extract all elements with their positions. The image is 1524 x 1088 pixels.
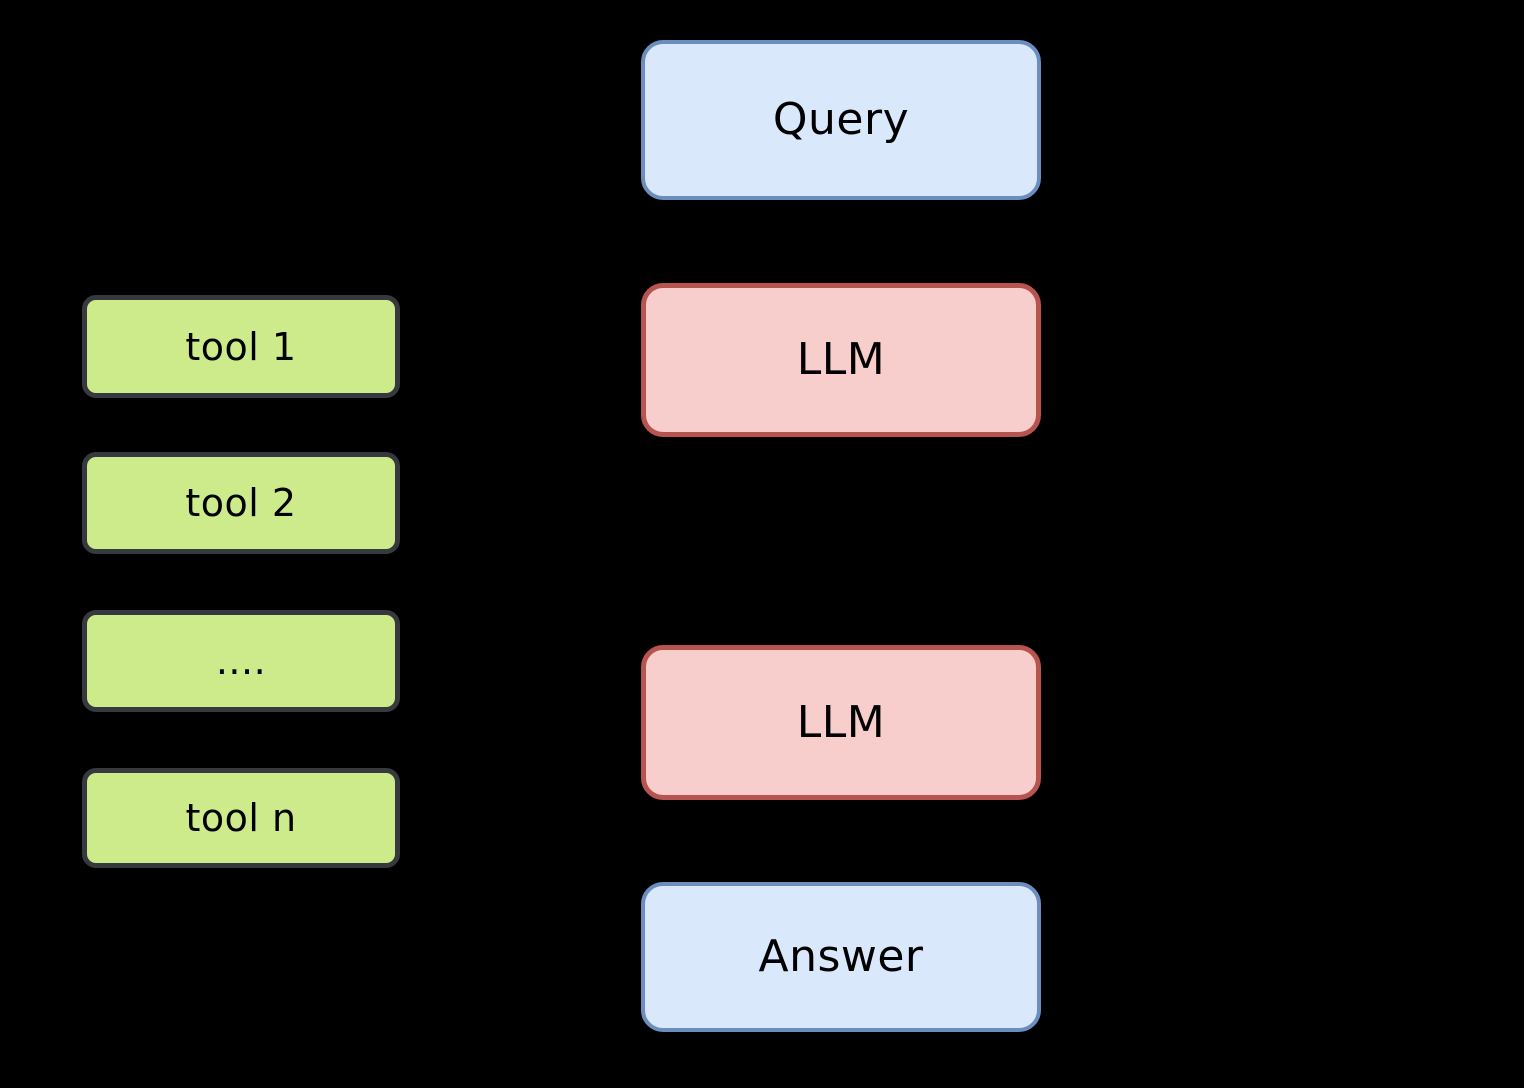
node-tool-2[interactable]: tool 2 <box>82 452 400 554</box>
edge-tools-to-llm2 <box>400 720 641 723</box>
node-query[interactable]: Query <box>641 40 1041 200</box>
edge-query-to-llm1 <box>839 200 842 283</box>
node-answer[interactable]: Answer <box>641 882 1041 1032</box>
node-query-label: Query <box>772 94 910 145</box>
node-tool-1-label: tool 1 <box>185 324 297 369</box>
node-tool-n-label: tool n <box>185 796 297 840</box>
edge-llm1-to-llm2 <box>839 437 842 645</box>
node-tool-ellipsis[interactable]: .... <box>82 610 400 712</box>
edge-tools-to-llm1 <box>400 358 641 361</box>
node-llm-2-label: LLM <box>796 696 886 748</box>
node-llm-1[interactable]: LLM <box>641 283 1041 437</box>
node-tool-ellipsis-label: .... <box>215 639 267 683</box>
node-tool-2-label: tool 2 <box>185 481 297 525</box>
node-tool-n[interactable]: tool n <box>82 768 400 868</box>
node-tool-1[interactable]: tool 1 <box>82 295 400 398</box>
node-llm-2[interactable]: LLM <box>641 645 1041 800</box>
edge-llm2-to-answer <box>839 800 842 882</box>
node-answer-label: Answer <box>758 931 924 982</box>
node-llm-1-label: LLM <box>796 334 886 385</box>
